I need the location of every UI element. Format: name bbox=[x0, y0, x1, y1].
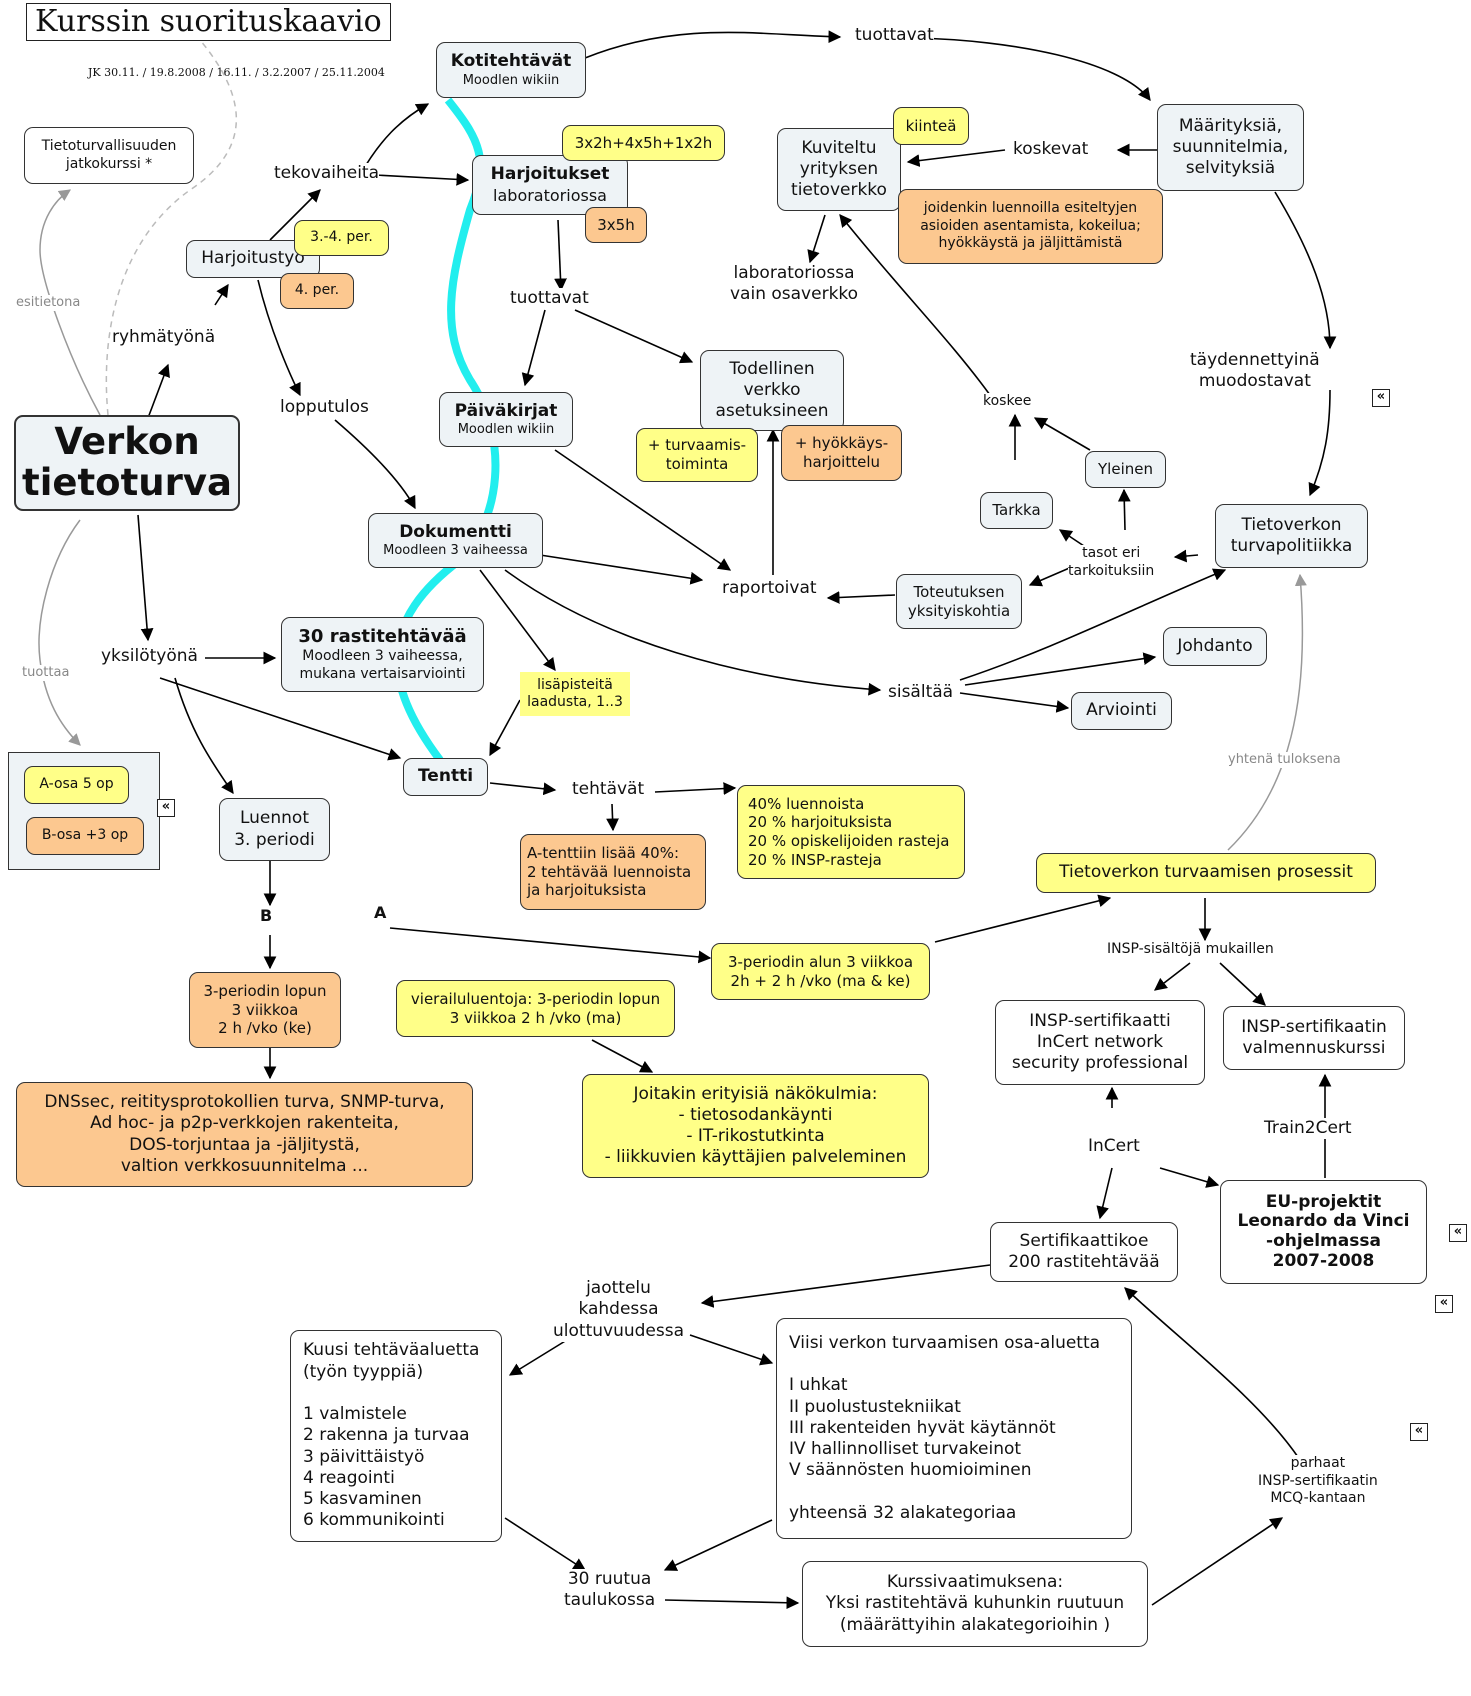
label-taydennettyina: täydennettyinä muodostavat bbox=[1190, 350, 1320, 393]
node-sertifikaattikoe[interactable]: Sertifikaattikoe 200 rastitehtävää bbox=[990, 1222, 1178, 1282]
label-insp-sisaltoja: INSP-sisältöjä mukaillen bbox=[1107, 941, 1274, 959]
node-turvaamistoiminta[interactable]: + turvaamis- toiminta bbox=[636, 428, 758, 482]
node-todellinen-verkko[interactable]: Todellinen verkko asetuksineen bbox=[700, 350, 844, 431]
node-luennot[interactable]: Luennot 3. periodi bbox=[219, 798, 330, 861]
node-verkon-tietoturva[interactable]: Verkon tietoturva bbox=[14, 415, 240, 511]
link-icon[interactable]: « bbox=[1435, 1295, 1453, 1313]
rasti-sub: Moodleen 3 vaiheessa, mukana vertaisarvi… bbox=[299, 648, 466, 682]
node-hyokkaysharjoittelu[interactable]: + hyökkäys- harjoittelu bbox=[781, 425, 902, 481]
node-lisapisteita[interactable]: lisäpisteitä laadusta, 1..3 bbox=[520, 672, 630, 716]
node-eu-projektit[interactable]: EU-projektit Leonardo da Vinci -ohjelmas… bbox=[1220, 1180, 1427, 1284]
node-periodi-b[interactable]: 3-periodin lopun 3 viikkoa 2 h /vko (ke) bbox=[189, 972, 341, 1048]
paivakirjat-title: Päiväkirjat bbox=[454, 400, 558, 421]
link-icon[interactable]: « bbox=[157, 799, 175, 817]
node-kuviteltu-verkko[interactable]: Kuviteltu yrityksen tietoverkko bbox=[777, 128, 901, 211]
kotitehtavat-title: Kotitehtävät bbox=[450, 51, 572, 72]
node-vierailuluentoja[interactable]: vierailuluentoja: 3-periodin lopun 3 vii… bbox=[396, 980, 675, 1037]
node-harj-3x5h[interactable]: 3x5h bbox=[585, 207, 647, 243]
node-toteutuksen[interactable]: Toteutuksen yksityiskohtia bbox=[896, 574, 1022, 629]
label-tehtavat: tehtävät bbox=[572, 779, 645, 801]
label-laboratoriossa: laboratoriossa vain osaverkko bbox=[730, 263, 859, 306]
label-sisaltaa: sisältää bbox=[888, 682, 954, 704]
node-viisi-osa-aluetta[interactable]: Viisi verkon turvaamisen osa-aluetta I u… bbox=[776, 1318, 1132, 1539]
link-icon[interactable]: « bbox=[1410, 1423, 1428, 1441]
label-parhaat: parhaat INSP-sertifikaatin MCQ-kantaan bbox=[1258, 1455, 1378, 1508]
node-periodi-a[interactable]: 3-periodin alun 3 viikkoa 2h + 2 h /vko … bbox=[711, 943, 930, 1000]
label-esitietona: esitietona bbox=[16, 295, 81, 312]
node-johdanto[interactable]: Johdanto bbox=[1163, 627, 1267, 666]
node-kiintea[interactable]: kiinteä bbox=[893, 107, 969, 145]
node-harj-hours[interactable]: 3x2h+4x5h+1x2h bbox=[562, 125, 725, 161]
dashed-connector bbox=[105, 39, 238, 416]
label-ryhmatyona: ryhmätyönä bbox=[112, 327, 216, 349]
label-tuottaa: tuottaa bbox=[22, 665, 70, 682]
label-raportoivat: raportoivat bbox=[722, 578, 817, 600]
link-icon[interactable]: « bbox=[1449, 1224, 1467, 1242]
node-maarityksia[interactable]: Määrityksiä, suunnitelmia, selvityksiä bbox=[1157, 104, 1304, 191]
label-yhtena-tuloksena: yhtenä tuloksena bbox=[1228, 752, 1341, 769]
node-tentti[interactable]: Tentti bbox=[403, 758, 488, 796]
label-tuottavat-top: tuottavat bbox=[855, 25, 934, 47]
page-title: Kurssin suorituskaavio bbox=[26, 3, 391, 41]
label-tuottavat-mid: tuottavat bbox=[510, 288, 589, 310]
label-b: B bbox=[260, 906, 273, 926]
node-kuusi-tehtavaaluetta[interactable]: Kuusi tehtäväaluetta (työn tyyppiä) 1 va… bbox=[290, 1330, 502, 1542]
label-lopputulos: lopputulos bbox=[280, 397, 369, 419]
label-incert: InCert bbox=[1088, 1136, 1140, 1158]
revision-dates: JK 30.11. / 19.8.2008 / 16.11. / 3.2.200… bbox=[88, 66, 385, 79]
node-prosessit[interactable]: Tietoverkon turvaamisen prosessit bbox=[1036, 853, 1376, 893]
kotitehtavat-sub: Moodlen wikiin bbox=[462, 72, 560, 88]
node-paivakirjat[interactable]: Päiväkirjat Moodlen wikiin bbox=[439, 392, 573, 447]
label-koskee: koskee bbox=[983, 393, 1032, 411]
dokumentti-title: Dokumentti bbox=[399, 521, 512, 542]
node-turvapolitiikka[interactable]: Tietoverkon turvapolitiikka bbox=[1215, 504, 1368, 568]
node-per-3-4[interactable]: 3.-4. per. bbox=[294, 220, 389, 256]
node-jotkut-luennot[interactable]: joidenkin luennoilla esiteltyjen asioide… bbox=[898, 189, 1163, 264]
node-nakokulmia[interactable]: Joitakin erityisiä näkökulmia: - tietoso… bbox=[582, 1074, 929, 1178]
label-tasot: tasot eri tarkoituksiin bbox=[1068, 545, 1155, 580]
label-koskevat: koskevat bbox=[1013, 139, 1089, 161]
node-rastitehtavat[interactable]: 30 rastitehtävää Moodleen 3 vaiheessa, m… bbox=[281, 617, 484, 692]
label-a: A bbox=[374, 903, 387, 923]
node-arviointi[interactable]: Arviointi bbox=[1071, 692, 1172, 730]
node-harjoitukset[interactable]: Harjoitukset laboratoriossa bbox=[472, 155, 628, 215]
node-tentti-split[interactable]: 40% luennoista 20 % harjoituksista 20 % … bbox=[737, 785, 965, 879]
label-30-ruutua: 30 ruutua taulukossa bbox=[564, 1569, 656, 1612]
node-kurssivaatimus[interactable]: Kurssivaatimuksena: Yksi rastitehtävä ku… bbox=[802, 1561, 1148, 1647]
node-b-osa[interactable]: B-osa +3 op bbox=[26, 817, 144, 855]
node-yleinen[interactable]: Yleinen bbox=[1085, 451, 1166, 488]
node-insp-sertifikaatti[interactable]: INSP-sertifikaatti InCert network securi… bbox=[995, 1000, 1205, 1085]
link-icon[interactable]: « bbox=[1372, 389, 1390, 407]
node-jatkokurssi[interactable]: Tietoturvallisuuden jatkokurssi * bbox=[24, 127, 194, 184]
node-tarkka[interactable]: Tarkka bbox=[980, 492, 1053, 529]
node-a-osa[interactable]: A-osa 5 op bbox=[24, 766, 129, 804]
dokumentti-sub: Moodleen 3 vaiheessa bbox=[383, 543, 528, 558]
rasti-title: 30 rastitehtävää bbox=[298, 625, 467, 647]
node-valmennuskurssi[interactable]: INSP-sertifikaatin valmennuskurssi bbox=[1223, 1006, 1405, 1070]
node-kotitehtavat[interactable]: Kotitehtävät Moodlen wikiin bbox=[436, 42, 586, 98]
label-train2cert: Train2Cert bbox=[1264, 1118, 1352, 1140]
harjoitukset-sub: laboratoriossa bbox=[493, 185, 607, 205]
node-dokumentti[interactable]: Dokumentti Moodleen 3 vaiheessa bbox=[368, 513, 543, 568]
label-tekovaiheita: tekovaiheita bbox=[274, 163, 380, 185]
node-a-tentti[interactable]: A-tenttiin lisää 40%: 2 tehtävää luennoi… bbox=[520, 834, 706, 910]
label-jaottelu: jaottelu kahdessa ulottuvuudessa bbox=[553, 1278, 684, 1342]
node-dnssec[interactable]: DNSsec, reititysprotokollien turva, SNMP… bbox=[16, 1082, 473, 1187]
paivakirjat-sub: Moodlen wikiin bbox=[457, 422, 555, 437]
label-yksilotyona: yksilötyönä bbox=[101, 646, 198, 668]
harjoitukset-title: Harjoitukset bbox=[490, 164, 610, 185]
node-per-4[interactable]: 4. per. bbox=[280, 273, 354, 309]
